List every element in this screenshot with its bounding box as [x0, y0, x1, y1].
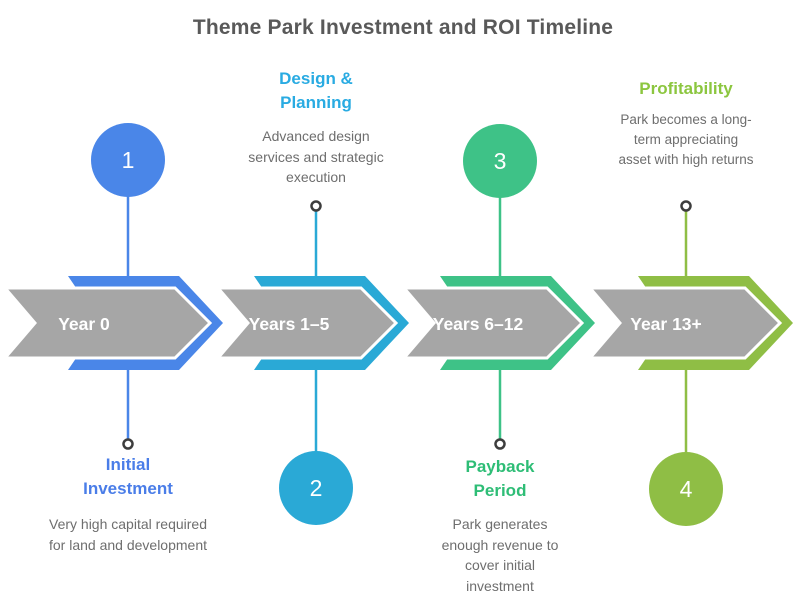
phase-3-number: 3 — [494, 148, 507, 174]
phase-3-heading: Payback Period — [465, 457, 535, 500]
phase-4-heading: Profitability — [639, 79, 733, 98]
phase-1-heading: Initial Investment — [83, 455, 173, 498]
phase-4-period-label: Year 13+ — [630, 314, 702, 334]
phase-1-number-circle — [91, 123, 165, 197]
phase-4-marker-dot — [680, 200, 692, 212]
phase-2-marker-dot — [310, 200, 322, 212]
phase-2-description: Advanced design services and strategic e… — [248, 128, 384, 185]
phase-2-number: 2 — [310, 475, 323, 501]
phase-1-description: Very high capital required for land and … — [49, 516, 207, 553]
phase-3-number-circle — [463, 124, 537, 198]
phase-2-heading: Design & Planning — [279, 69, 353, 112]
phase-1-marker-dot — [122, 438, 134, 450]
phase-2-period-label: Years 1–5 — [249, 314, 330, 334]
band-segment-years-6-12 — [400, 286, 585, 360]
phase-3-period-label: Years 6–12 — [433, 314, 524, 334]
diagram-title: Theme Park Investment and ROI Timeline — [192, 16, 614, 39]
band-segment-year-13 — [586, 286, 783, 360]
phase-1-period-label: Year 0 — [58, 314, 110, 334]
phase-1-number: 1 — [122, 147, 135, 173]
phase-2-number-circle — [279, 451, 353, 525]
phase-3-description: Park generates enough revenue to cover i… — [441, 516, 559, 594]
phase-4-description: Park becomes a long-term appreciating as… — [618, 112, 754, 167]
phase-4-number-circle — [649, 452, 723, 526]
phase-3-marker-dot — [494, 438, 506, 450]
phase-4-number: 4 — [680, 476, 693, 502]
band-segment-year-0 — [1, 286, 213, 360]
band-segment-years-1-5 — [214, 286, 399, 360]
